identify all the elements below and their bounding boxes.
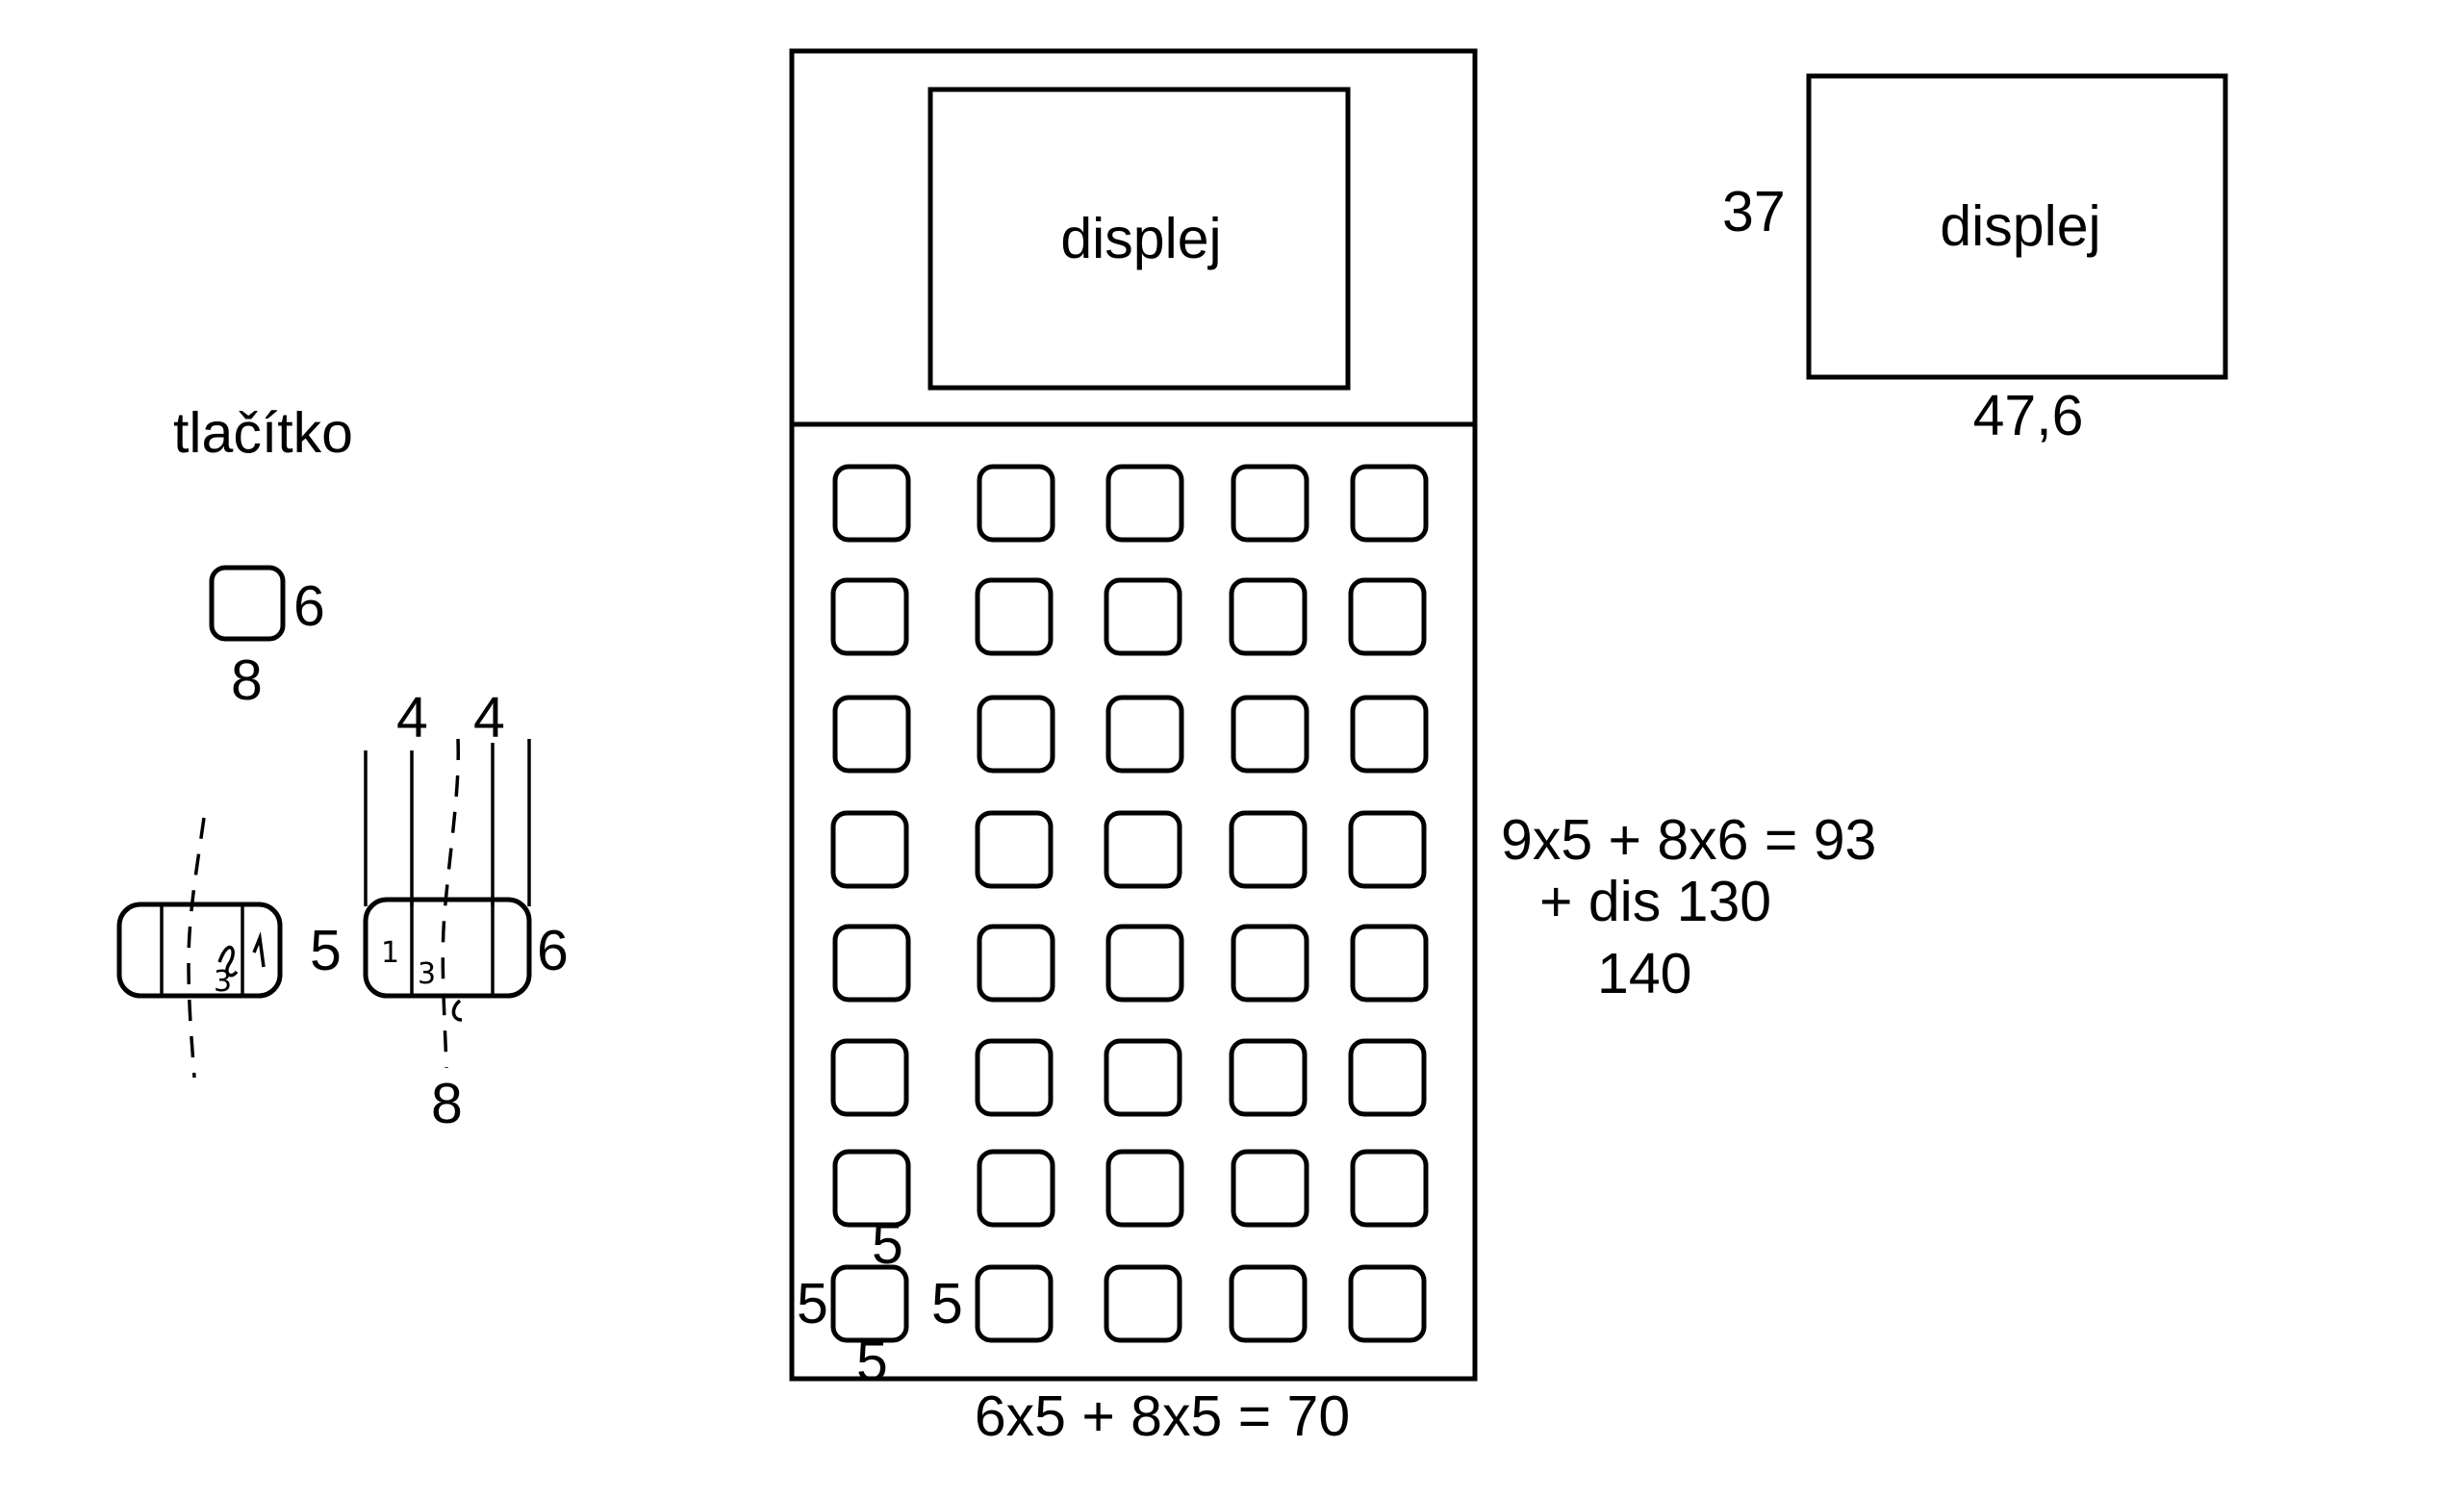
calculator-key [830,1038,909,1117]
calculator-key [1348,1264,1427,1343]
calculator-key [1231,695,1309,774]
calculator-key [977,1149,1055,1228]
display-detail-label: displej [1940,194,2100,258]
key-annotation-right: 5 [931,1272,963,1335]
button-side-view: 4 4 5 6 8 1 3 [310,686,569,1135]
calculator-body [789,48,1478,1382]
display-detail-outline [1806,73,2228,380]
calculator-key [1348,1038,1427,1117]
calculator-key [1104,1264,1182,1343]
calculator-key [832,1149,911,1228]
calculator-key [977,464,1055,543]
calculator-key [1105,1149,1184,1228]
calculator-key [1105,924,1184,1003]
calculator-keypad [830,464,1429,1343]
button-side-view-sketch-1: 3 [116,817,283,1079]
calculator-key [1104,1038,1182,1117]
sketch-1-mark: 3 [214,965,232,999]
display-width-label: 47,6 [1973,384,2084,447]
side-view-inner-mark-2: 3 [418,957,436,991]
calculator-key [1229,1038,1308,1117]
side-view-left-label: 5 [310,919,342,982]
calculator-key [1231,1149,1309,1228]
formula-line-3: 140 [1597,942,1691,1005]
single-button-height-label: 6 [293,574,325,638]
calculator-key [1350,695,1429,774]
calculator-key [830,577,909,656]
side-view-bottom-label: 8 [431,1072,463,1135]
display-height-label: 37 [1722,180,1786,243]
single-button-outline [209,565,286,642]
calculator-key [1231,464,1309,543]
key-annotation-left: 5 [797,1272,828,1335]
calculator-display-label: displej [1060,207,1221,270]
calculator-display [927,87,1351,391]
button-section-title: tlačítko [173,401,353,465]
calculator-key [832,695,911,774]
calculator-key [1350,924,1429,1003]
key-annotation-bottom: 5 [856,1330,888,1393]
calculator-key [975,810,1054,889]
calculator-key [1229,1264,1308,1343]
calculator-key [977,924,1055,1003]
display-detail: displej 37 47,6 [1722,73,2228,447]
calculator-key [1105,464,1184,543]
segment-label-right: 4 [473,686,505,750]
formula-line-2: + dis 130 [1539,870,1771,933]
calculator-key [1229,810,1308,889]
calculator-key [832,464,911,543]
calculator-key [832,924,911,1003]
side-formulas: 9x5 + 8x6 = 93 + dis 130 140 [1501,808,1876,1005]
single-button-width-label: 8 [231,648,263,712]
calculator-bottom-formula: 6x5 + 8x5 = 70 [975,1385,1350,1448]
calculator-key [1348,577,1427,656]
calculator-key [830,810,909,889]
calculator-key [1229,577,1308,656]
calculator: displej 5 5 5 5 6x5 + 8x5 = 70 [789,48,1478,1448]
calculator-key [1104,810,1182,889]
side-view-inner-mark-1: 1 [381,936,399,970]
calculator-key [1348,810,1427,889]
calculator-key [1231,924,1309,1003]
calculator-key [1350,1149,1429,1228]
button-section: tlačítko 6 8 3 4 4 5 6 [116,401,569,1135]
calculator-key [977,695,1055,774]
calculator-key [975,577,1054,656]
calculator-key [1104,577,1182,656]
calculator-key [975,1264,1054,1343]
calculator-key [975,1038,1054,1117]
calculator-key [1350,464,1429,543]
segment-label-left: 4 [396,686,428,750]
key-annotation-top: 5 [872,1212,903,1276]
side-view-right-label: 6 [537,919,569,982]
calculator-key [830,1264,909,1343]
calculator-key [1105,695,1184,774]
formula-line-1: 9x5 + 8x6 = 93 [1501,808,1876,872]
